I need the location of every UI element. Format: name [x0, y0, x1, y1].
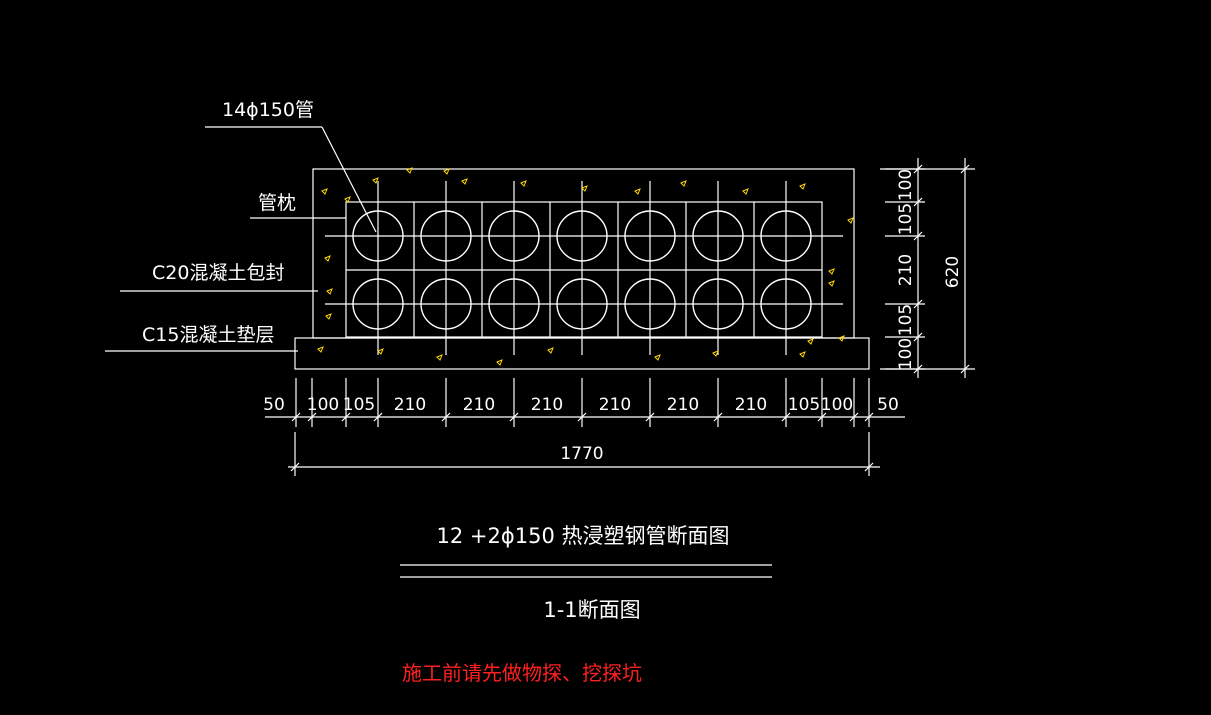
aggregate-mark [712, 350, 719, 357]
dim-tick [913, 164, 923, 174]
aggregate-mark [372, 177, 379, 184]
concrete-aggregate-marks [317, 167, 854, 366]
aggregate-mark [377, 348, 384, 355]
aggregate-mark [321, 188, 328, 195]
aggregate-mark [828, 268, 835, 275]
aggregate-mark [838, 335, 845, 342]
aggregate-mark [325, 313, 332, 320]
dim-tick [960, 164, 970, 174]
pipe-circle [624, 210, 676, 262]
pipe-circle [488, 278, 540, 330]
leader-lines [105, 126, 377, 352]
pipe-pillow-grid [325, 181, 843, 355]
vertical-dim-label: 210 [896, 254, 916, 286]
vertical-dim-label: 100 [896, 338, 916, 370]
pipe-circle [352, 210, 404, 262]
dim-tick [509, 412, 519, 422]
dim-tick [307, 412, 317, 422]
horizontal-dim-label: 105 [343, 395, 375, 415]
horizontal-dim-label: 100 [821, 395, 853, 415]
dim-tick [913, 299, 923, 309]
aggregate-mark [547, 347, 554, 354]
dim-tick [290, 462, 300, 472]
dim-tick [913, 364, 923, 374]
horizontal-dim-label: 105 [788, 395, 820, 415]
dim-tick [913, 197, 923, 207]
horizontal-dim-label: 210 [667, 395, 699, 415]
dim-tick [817, 412, 827, 422]
vertical-dim-label: 105 [896, 304, 916, 336]
dim-tick [441, 412, 451, 422]
dim-tick [913, 332, 923, 342]
vertical-dim-label: 105 [896, 203, 916, 235]
aggregate-mark [496, 359, 503, 366]
aggregate-mark [317, 346, 324, 353]
c20-encasement-label: C20混凝土包封 [152, 262, 284, 284]
total-height-label: 620 [943, 256, 963, 288]
dim-tick [645, 412, 655, 422]
horizontal-dim-label: 210 [394, 395, 426, 415]
pipe-spec-label: 14ϕ150管 [222, 99, 314, 121]
dim-tick [291, 412, 301, 422]
aggregate-mark [443, 168, 450, 175]
horizontal-dim-label: 210 [735, 395, 767, 415]
dim-tick [373, 412, 383, 422]
pipe-circle [624, 278, 676, 330]
pipe-circle [352, 278, 404, 330]
horizontal-dim-label: 50 [877, 395, 899, 415]
pipe-circle [692, 210, 744, 262]
total-width-label: 1770 [560, 444, 603, 464]
aggregate-mark [581, 185, 588, 192]
c15-bedding-label: C15混凝土垫层 [142, 324, 274, 346]
aggregate-mark [324, 255, 331, 262]
dim-tick [849, 412, 859, 422]
caption-title: 12 +2ϕ150 热浸塑钢管断面图 [437, 524, 730, 548]
aggregate-mark [799, 183, 806, 190]
dim-tick [713, 412, 723, 422]
horizontal-dim-label: 100 [307, 395, 339, 415]
c20-encasement-outline [312, 168, 855, 339]
pipe-array [352, 210, 812, 330]
aggregate-mark [326, 288, 333, 295]
pipe-circle [692, 278, 744, 330]
dim-tick [781, 412, 791, 422]
pipe-circle [760, 278, 812, 330]
horizontal-dim-label: 210 [463, 395, 495, 415]
horizontal-dim-label: 210 [531, 395, 563, 415]
dim-tick [913, 231, 923, 241]
dim-tick [960, 364, 970, 374]
pipe-circle [488, 210, 540, 262]
aggregate-mark [406, 167, 413, 174]
aggregate-mark [799, 351, 806, 358]
dim-tick [577, 412, 587, 422]
dim-tick [864, 412, 874, 422]
horizontal-dim-label: 50 [263, 395, 285, 415]
pipe-circle [556, 278, 608, 330]
aggregate-mark [847, 217, 854, 224]
horizontal-dim-label: 210 [599, 395, 631, 415]
dim-tick [864, 462, 874, 472]
caption-section: 1-1断面图 [543, 598, 640, 622]
aggregate-mark [807, 338, 814, 345]
aggregate-mark [436, 354, 443, 361]
pipe-circle [760, 210, 812, 262]
warning-note: 施工前请先做物探、挖探坑 [402, 661, 642, 685]
pipe-circle [420, 278, 472, 330]
aggregate-mark [634, 188, 641, 195]
aggregate-mark [742, 188, 749, 195]
aggregate-mark [344, 196, 351, 203]
aggregate-mark [520, 180, 527, 187]
pipe-circle [420, 210, 472, 262]
dim-tick [341, 412, 351, 422]
aggregate-mark [680, 180, 687, 187]
aggregate-mark [461, 178, 468, 185]
aggregate-mark [654, 354, 661, 361]
vertical-dim-label: 100 [896, 169, 916, 201]
aggregate-mark [828, 280, 835, 287]
pipe-circle [556, 210, 608, 262]
pipe-pillow-label: 管枕 [258, 192, 296, 214]
